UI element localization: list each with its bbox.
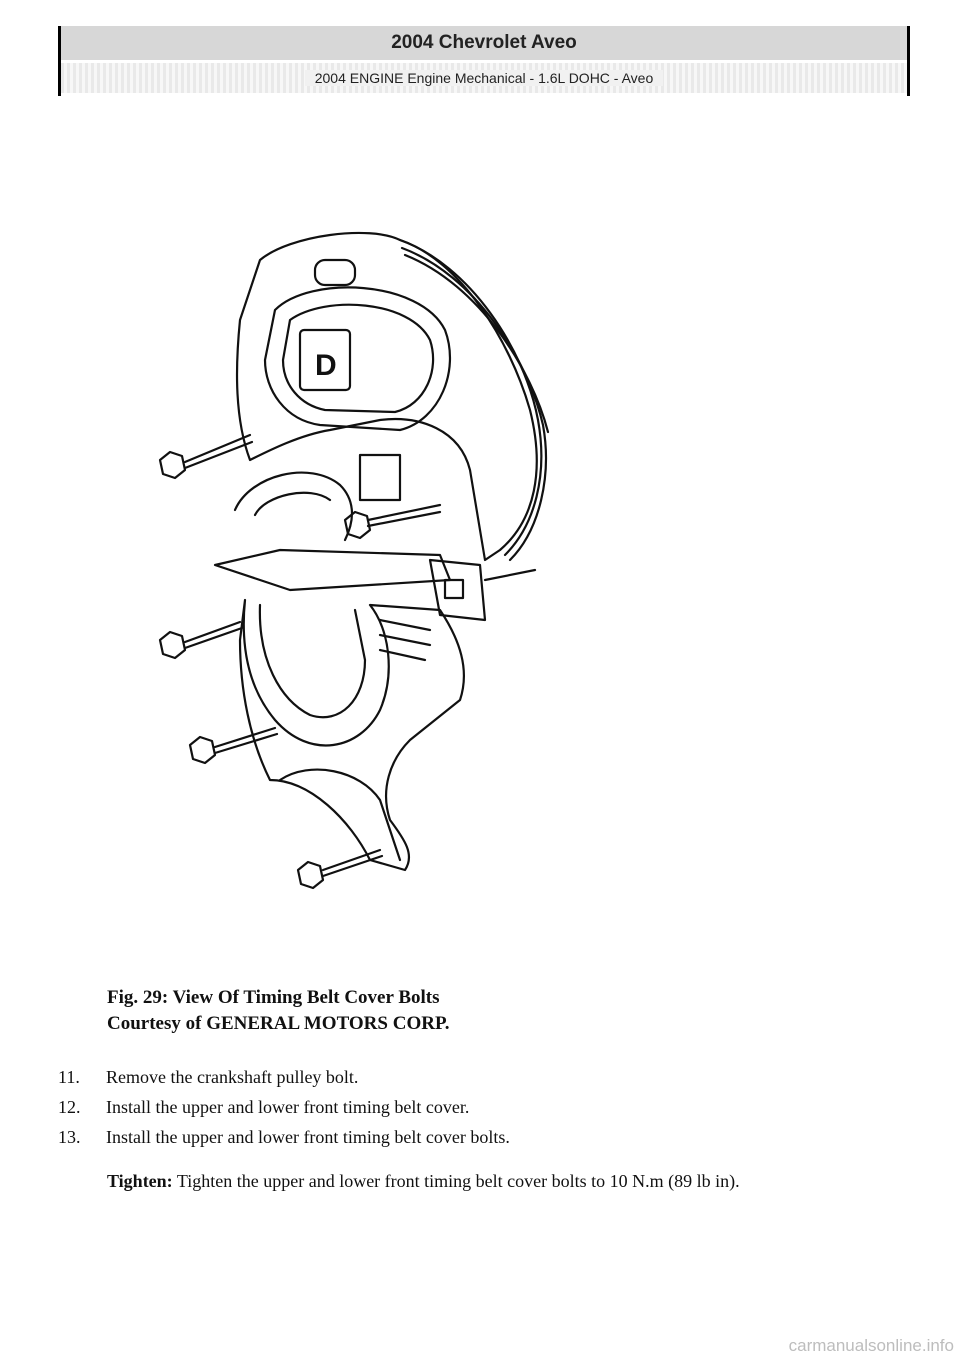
- right-bracket: [428, 558, 487, 622]
- step-number: 11.: [58, 1066, 80, 1087]
- bolt-5-icon: [296, 848, 384, 890]
- cover-window-inner: [281, 303, 435, 414]
- watermark: carmanualsonline.info: [788, 1336, 954, 1355]
- right-bracket-slot: [443, 578, 465, 600]
- step-text: Install the upper and lower front timing…: [106, 1096, 470, 1117]
- upper-cover-rim-3: [403, 253, 550, 434]
- bolt-1-icon: [158, 433, 254, 480]
- lower-cover-arc: [258, 603, 367, 719]
- bolt-4-icon: [188, 726, 279, 765]
- document-subtitle-bar: 2004 ENGINE Engine Mechanical - 1.6L DOH…: [61, 63, 907, 93]
- caption-line-2: Courtesy of GENERAL MOTORS CORP.: [107, 1013, 450, 1034]
- step-text: Remove the crankshaft pulley bolt.: [106, 1066, 359, 1087]
- step-13: 13. Install the upper and lower front ti…: [58, 1122, 898, 1152]
- timing-belt-cover-figure: D: [140, 220, 560, 900]
- label-letter: D: [315, 349, 337, 382]
- lower-cover-outline: [238, 598, 465, 872]
- document-header: 2004 Chevrolet Aveo 2004 ENGINE Engine M…: [58, 26, 910, 96]
- lower-cover-ribs: [378, 618, 432, 662]
- bolt-2-icon: [343, 503, 442, 540]
- step-text: Install the upper and lower front timing…: [106, 1126, 510, 1147]
- cover-window-outer: [263, 286, 452, 432]
- cover-tab: [358, 453, 402, 502]
- document-subtitle: 2004 ENGINE Engine Mechanical - 1.6L DOH…: [304, 70, 664, 86]
- step-11: 11. Remove the crankshaft pulley bolt.: [58, 1062, 898, 1092]
- figure-caption: Fig. 29: View Of Timing Belt Cover Bolts…: [107, 985, 450, 1037]
- label-box: [298, 328, 352, 392]
- cover-flange: [213, 548, 452, 592]
- upper-cover-rim-1: [398, 238, 543, 557]
- tighten-text: Tighten the upper and lower front timing…: [176, 1171, 740, 1191]
- step-number: 13.: [58, 1126, 81, 1147]
- leader-line: [483, 568, 537, 582]
- bolt-3-icon: [158, 620, 244, 660]
- upper-cover-rim-2: [400, 246, 548, 562]
- crank-opening-inner: [253, 491, 332, 517]
- tighten-note: Tighten: Tighten the upper and lower fro…: [107, 1168, 877, 1194]
- step-number: 12.: [58, 1096, 81, 1117]
- lower-cover-bottom: [278, 768, 402, 862]
- document-title: 2004 Chevrolet Aveo: [61, 26, 907, 60]
- timing-belt-cover-illustration-icon: D: [158, 231, 550, 890]
- caption-line-1: Fig. 29: View Of Timing Belt Cover Bolts: [107, 987, 440, 1008]
- procedure-steps: 11. Remove the crankshaft pulley bolt. 1…: [58, 1062, 898, 1152]
- step-12: 12. Install the upper and lower front ti…: [58, 1092, 898, 1122]
- tighten-label: Tighten:: [107, 1171, 173, 1191]
- cover-top-slot: [313, 258, 357, 287]
- upper-cover-outline: [235, 231, 538, 562]
- crank-opening: [233, 471, 353, 542]
